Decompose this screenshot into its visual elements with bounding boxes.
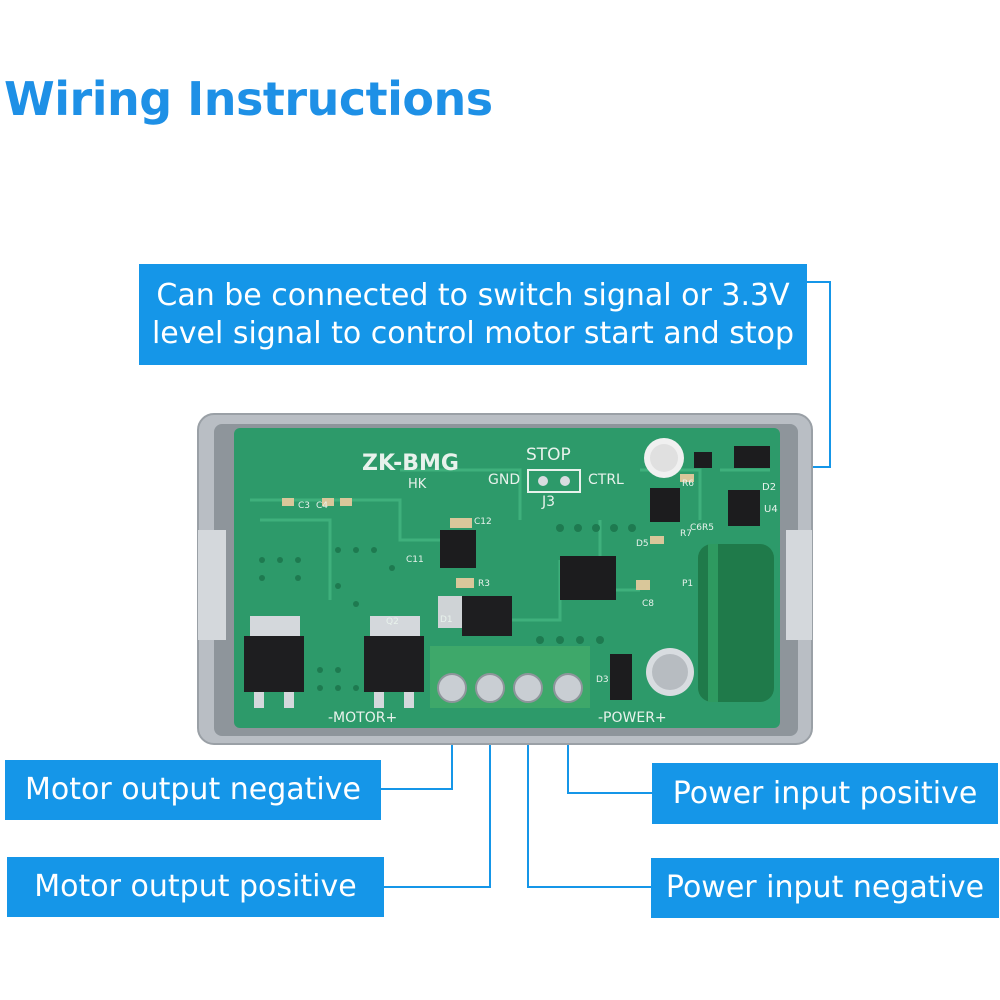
c4-label: C4 <box>316 501 328 511</box>
d5-label: D5 <box>636 539 649 549</box>
c8-label: C8 <box>642 599 654 609</box>
capacitor-top <box>644 438 684 478</box>
power-negative-callout: Power input negative <box>651 858 999 918</box>
stop-label: STOP <box>526 445 571 465</box>
j3-pin-2 <box>560 476 570 486</box>
motor-label: -MOTOR+ <box>328 710 397 726</box>
ic-d2 <box>734 446 770 468</box>
ic-u1 <box>440 530 476 568</box>
c12-label: C12 <box>474 517 492 527</box>
c3-label: C3 <box>298 501 310 511</box>
d2-label: D2 <box>762 482 776 493</box>
c11-label: C11 <box>406 555 424 565</box>
motor-positive-connector-line <box>384 702 491 888</box>
ic-small <box>694 452 712 468</box>
regulator-body <box>462 596 512 636</box>
diode-d3 <box>610 654 632 700</box>
case-side-left <box>198 530 226 640</box>
board-model-label: ZK-BMG <box>362 451 459 476</box>
ic-u4 <box>728 490 760 526</box>
power-label: -POWER+ <box>598 710 667 726</box>
r7-label: R7 <box>680 529 692 539</box>
j3-pin-1 <box>538 476 548 486</box>
power-negative-connector-line <box>527 700 651 888</box>
power-positive-callout: Power input positive <box>652 763 998 824</box>
motor-negative-callout: Motor output negative <box>5 760 381 820</box>
pcb-vias <box>259 524 636 691</box>
ic-mcu <box>560 556 616 600</box>
smd-components <box>282 474 694 590</box>
j3-label: J3 <box>541 494 555 510</box>
u4-label: U4 <box>764 504 778 515</box>
case-side-right <box>786 530 812 640</box>
control-callout-line1: Can be connected to switch signal or 3.3… <box>156 277 790 313</box>
ctrl-label: CTRL <box>588 472 624 488</box>
c6r5-label: C6R5 <box>690 523 714 533</box>
d1-label: D1 <box>440 615 453 625</box>
q2-label: Q2 <box>386 617 399 627</box>
d3-label: D3 <box>596 675 609 685</box>
board-sub-label: HK <box>408 477 427 492</box>
control-callout-line2: level signal to control motor start and … <box>151 315 795 351</box>
r3-label: R3 <box>478 579 490 589</box>
mosfet-left <box>244 616 304 708</box>
ic-q <box>650 488 680 522</box>
gnd-label: GND <box>488 472 520 488</box>
capacitor-small <box>646 648 694 696</box>
page-title: Wiring Instructions <box>4 72 493 126</box>
terminal-screws <box>437 673 583 703</box>
capacitor-large <box>698 544 774 702</box>
control-signal-callout: Can be connected to switch signal or 3.3… <box>139 264 807 365</box>
motor-positive-callout: Motor output positive <box>7 857 384 917</box>
j3-header-outline <box>527 469 581 493</box>
r6-label: R6 <box>682 479 694 489</box>
mosfet-right <box>364 616 424 708</box>
ic-chips <box>440 446 770 600</box>
p1-label: P1 <box>682 579 693 589</box>
